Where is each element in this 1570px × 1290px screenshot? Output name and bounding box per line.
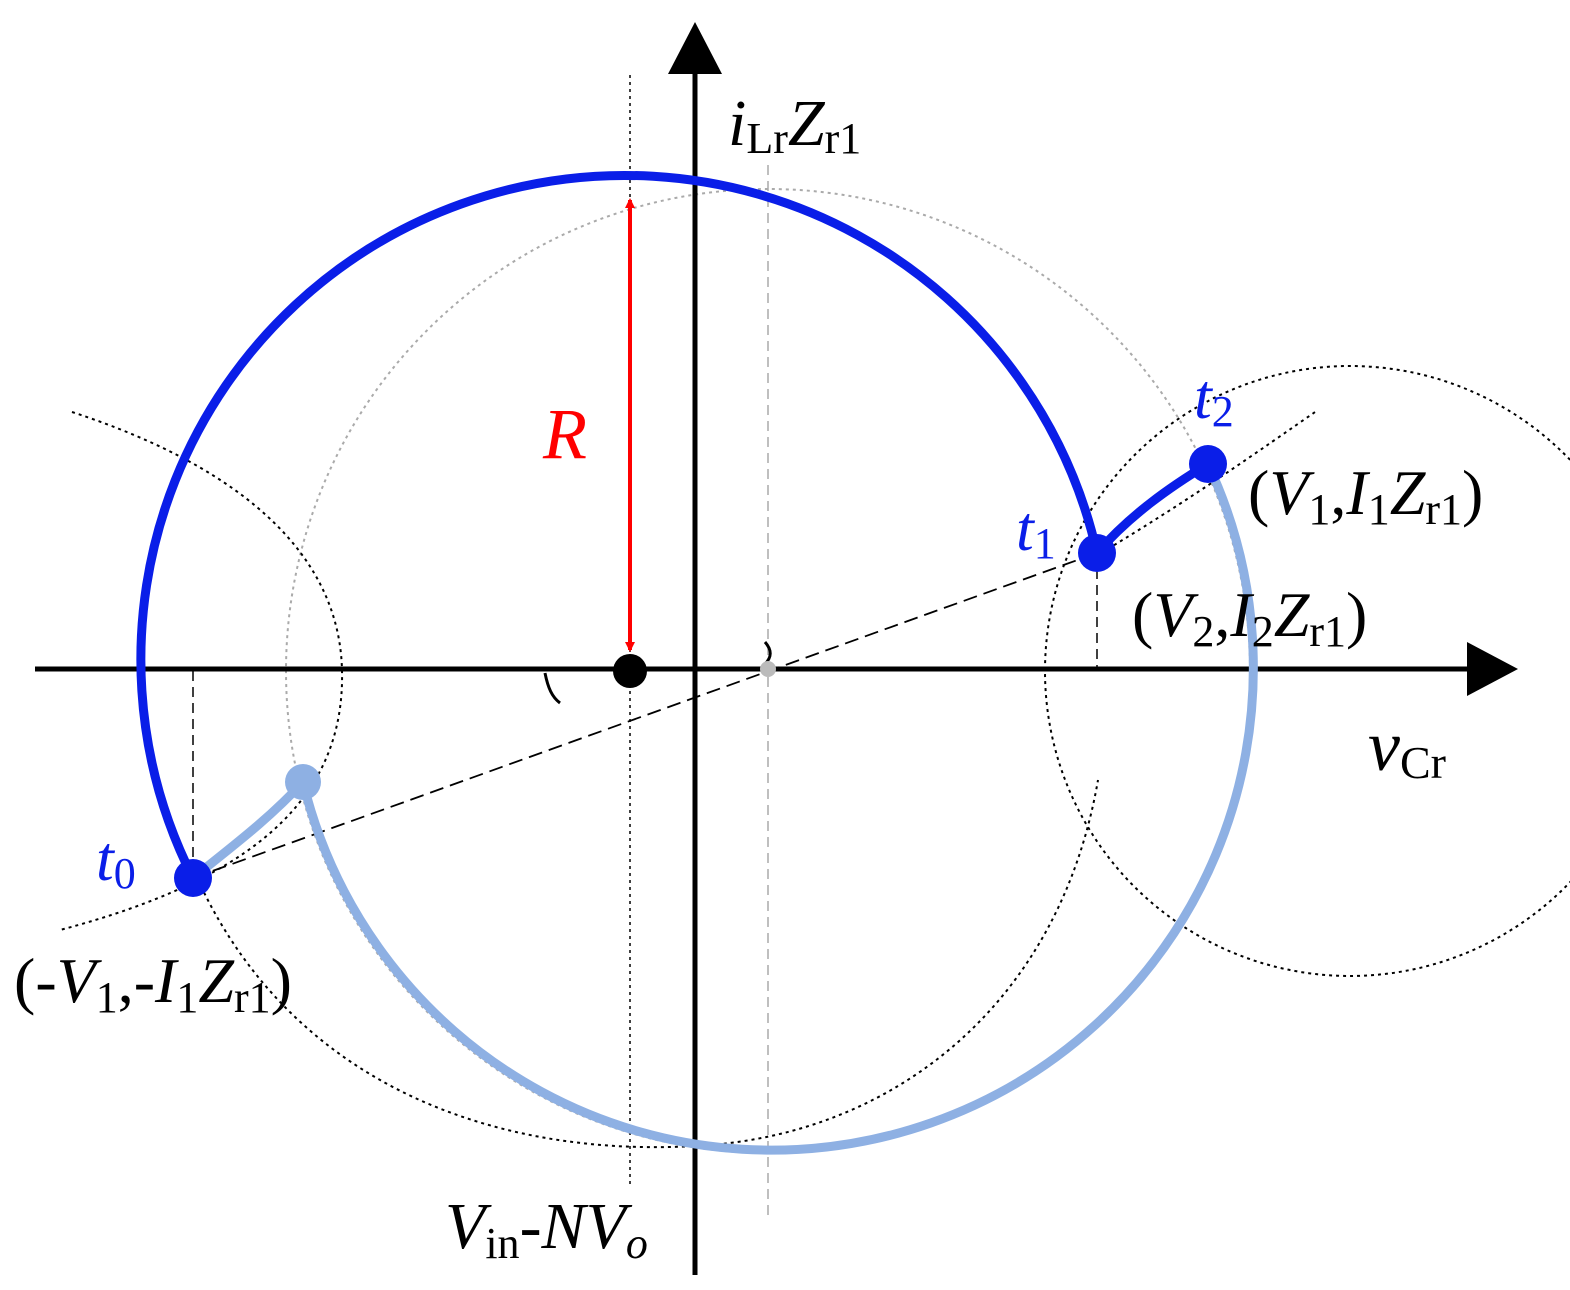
x-axis-label: vCr (1368, 706, 1446, 788)
radius-diagonal-dashed (192, 552, 1098, 879)
point-secondary-start (285, 764, 321, 800)
t2-coordinate-label: (V1,I1Zr1) (1248, 457, 1483, 534)
offset-center-point (760, 661, 776, 677)
center-point (613, 654, 647, 688)
t2-label: t2 (1194, 361, 1234, 436)
x-axis-arrowhead (1467, 642, 1518, 696)
y-axis-arrowhead (668, 22, 722, 74)
guide-arc-bottom (197, 779, 1099, 1149)
trajectory-primary-arc (136, 170, 1102, 883)
t0-coordinate-label: (-V1,-I1Zr1) (14, 945, 292, 1022)
angle-arc-left (543, 672, 561, 705)
y-axis-label: iLrZr1 (728, 87, 861, 163)
point-t0 (174, 859, 212, 897)
trajectory-secondary-segment (188, 777, 308, 883)
t1-coordinate-label: (V2,I2Zr1) (1132, 579, 1367, 656)
radius-label: R (542, 394, 587, 474)
t0-label: t0 (96, 823, 136, 898)
trajectory-primary-segment (1092, 459, 1213, 558)
guide-circle-right (1044, 365, 1570, 977)
center-label: Vin-NVo (445, 1190, 648, 1268)
trajectory-secondary-arc (298, 459, 1258, 1155)
point-t2 (1189, 445, 1227, 483)
t1-label: t1 (1016, 493, 1056, 568)
point-t1 (1078, 534, 1116, 572)
